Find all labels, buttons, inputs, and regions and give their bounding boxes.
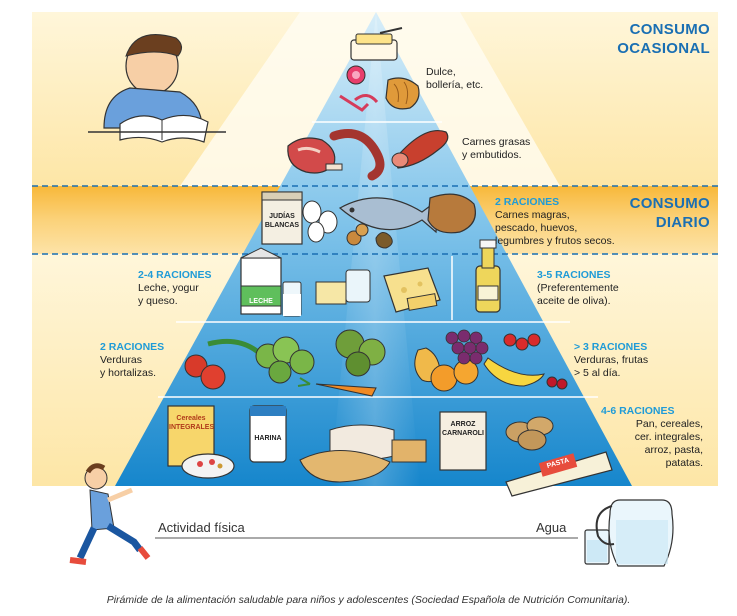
physical-activity-label: Actividad física: [158, 520, 245, 535]
flour-package-label: HARINA: [254, 435, 282, 442]
protein-icons: [261, 191, 476, 249]
occasional-heading: CONSUMO OCASIONAL: [617, 21, 710, 57]
fruits-servings: > 3 RACIONES: [574, 341, 648, 353]
water-illustration: [584, 499, 674, 567]
tier-lines: [158, 121, 598, 398]
fatty-meats-label: Carnes grasas y embutidos.: [462, 136, 531, 161]
protein-servings: 2 RACIONES: [495, 196, 560, 208]
beans-package-label: JUDÍAS BLANCAS: [264, 213, 300, 229]
fruits-text: Verduras, frutas > 5 al día.: [574, 354, 649, 379]
dairy-block: 2-4 RACIONES Leche, yogur y queso.: [138, 269, 228, 308]
dairy-servings: 2-4 RACIONES: [138, 269, 212, 281]
protein-block: 2 RACIONES Carnes magras, pescado, huevo…: [495, 196, 635, 248]
protein-text: Carnes magras, pescado, huevos, legumbre…: [495, 209, 615, 247]
fatty-meats-icons: [287, 129, 449, 181]
sweets-label: Dulce, bollería, etc.: [426, 66, 484, 91]
daily-heading: CONSUMO DIARIO: [629, 195, 710, 231]
reading-boy-illustration: [88, 34, 226, 143]
cereals-text: Pan, cereales, cer. integrales, arroz, p…: [634, 418, 703, 469]
vegetables-text: Verduras y hortalizas.: [100, 354, 157, 379]
fruits-icons: [414, 329, 568, 392]
oil-text: (Preferentemente aceite de oliva).: [537, 282, 619, 307]
vegetables-block: 2 RACIONES Verduras y hortalizas.: [100, 341, 180, 380]
runner-illustration: [69, 463, 151, 565]
sweets-icons: [339, 27, 420, 112]
cereals-servings: 4-6 RACIONES: [601, 405, 675, 417]
olive-oil-icon: [475, 239, 501, 313]
oil-block: 3-5 RACIONES (Preferentemente aceite de …: [537, 269, 647, 308]
oil-servings: 3-5 RACIONES: [537, 269, 611, 281]
vegetables-servings: 2 RACIONES: [100, 341, 165, 353]
vegetables-icons: [184, 329, 386, 397]
figure-caption: Pirámide de la alimentación saludable pa…: [106, 594, 631, 606]
dashed-dividers: [32, 185, 718, 255]
cereals-icons: [167, 405, 613, 497]
fruits-block: > 3 RACIONES Verduras, frutas > 5 al día…: [574, 341, 684, 380]
water-label: Agua: [536, 520, 567, 535]
cereals-block: 4-6 RACIONES Pan, cereales, cer. integra…: [601, 405, 703, 470]
dairy-icons: [240, 247, 441, 317]
cereal-box-label: Cereales INTEGRALES: [169, 415, 215, 431]
rice-package-label: ARROZ CARNAROLI: [442, 421, 484, 437]
dairy-text: Leche, yogur y queso.: [138, 282, 199, 307]
milk-carton-label: LECHE: [249, 298, 273, 305]
